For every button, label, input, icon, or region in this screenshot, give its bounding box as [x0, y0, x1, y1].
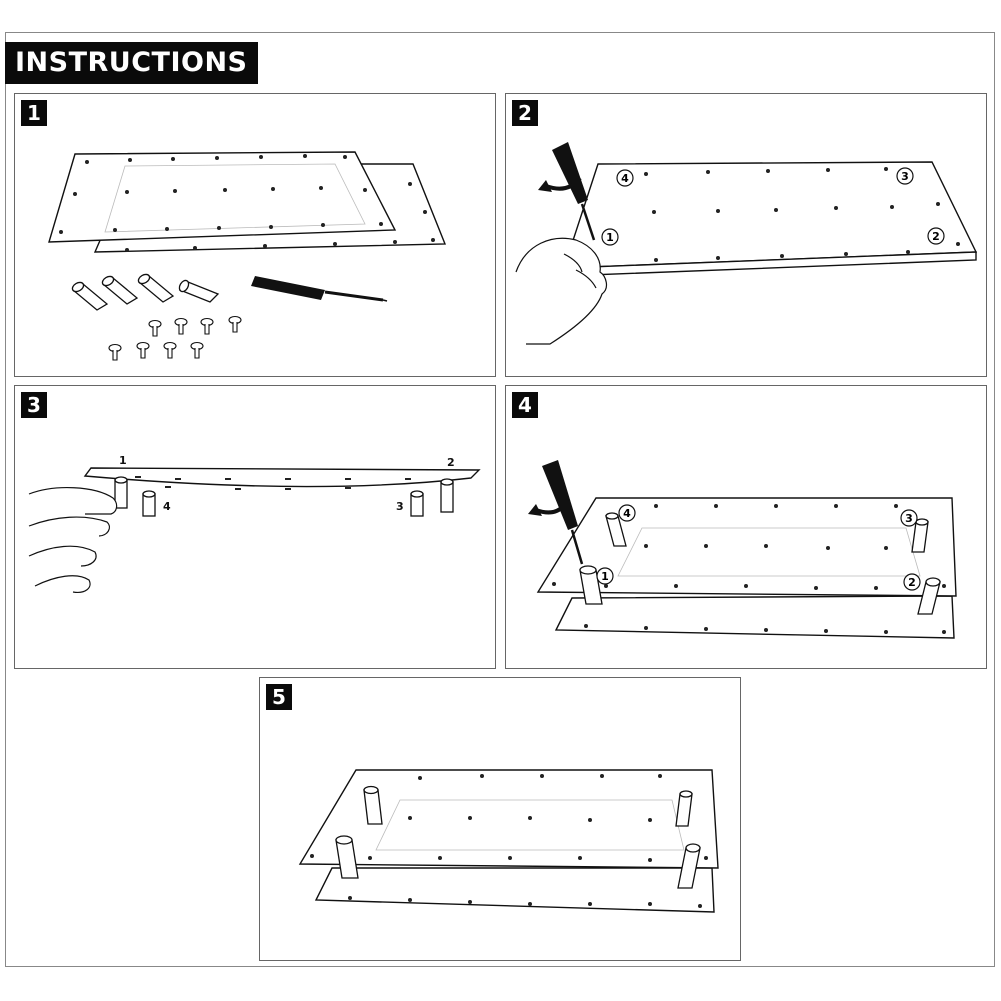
step-5-illustration — [298, 769, 719, 913]
step-2-marker-2: 2 — [932, 230, 940, 243]
step-4-marker-3: 3 — [905, 512, 913, 525]
step-2-badge: 2 — [512, 100, 538, 126]
step-2-marker-1: 1 — [606, 231, 614, 244]
step-4-marker-1: 1 — [601, 570, 609, 583]
step-3-label-2: 2 — [447, 456, 455, 469]
instructions-frame — [5, 32, 995, 967]
step-5-panel: 5 — [259, 677, 741, 961]
step-4-illustration: 4 3 1 2 — [528, 460, 957, 639]
step-3-panel: 3 1 2 4 3 — [14, 385, 496, 669]
step-3-badge: 3 — [21, 392, 47, 418]
step-4-marker-2: 2 — [908, 576, 916, 589]
step-4-badge: 4 — [512, 392, 538, 418]
step-2-panel: 2 4 3 1 2 — [505, 93, 987, 377]
step-1-panel: 1 — [14, 93, 496, 377]
step-3-illustration: 1 2 4 3 — [28, 454, 481, 593]
step-4-marker-4: 4 — [623, 507, 631, 520]
step-2-marker-3: 3 — [901, 170, 909, 183]
step-3-label-4: 4 — [163, 500, 171, 513]
step-4-panel: 4 4 3 1 — [505, 385, 987, 669]
step-2-marker-4: 4 — [621, 172, 629, 185]
step-3-label-3: 3 — [396, 500, 404, 513]
step-1-illustration — [48, 151, 447, 361]
step-3-label-1: 1 — [119, 454, 127, 467]
step-2-illustration: 4 3 1 2 — [515, 142, 978, 345]
instructions-title: INSTRUCTIONS — [5, 42, 258, 84]
step-5-badge: 5 — [266, 684, 292, 710]
step-1-badge: 1 — [21, 100, 47, 126]
